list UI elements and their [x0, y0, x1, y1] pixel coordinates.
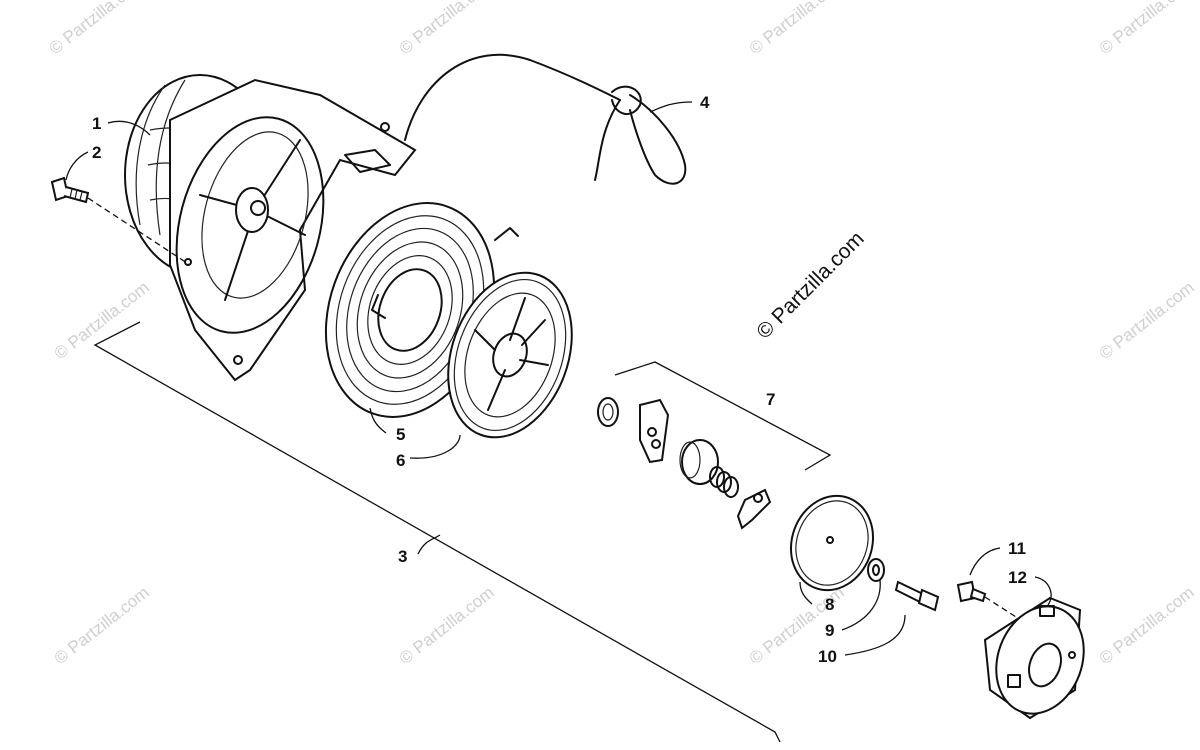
- callout-4: 4: [700, 93, 710, 112]
- callout-5: 5: [396, 425, 405, 444]
- rope-reel: [447, 271, 573, 439]
- watermark: © Partzilla.com: [396, 583, 498, 669]
- pawl-kit: [597, 361, 832, 530]
- callouts: 1 2 3 4 5 6 7 8 9 10 11 12: [92, 93, 1027, 666]
- callout-7: 7: [766, 390, 775, 409]
- assembly-bracket: [93, 321, 781, 743]
- watermark: © Partzilla.com: [1096, 0, 1198, 58]
- starter-housing: [124, 74, 417, 382]
- washer: [867, 558, 885, 582]
- copyright-label: © Partzilla.com: [752, 227, 868, 343]
- callout-3: 3: [398, 547, 407, 566]
- watermark: © Partzilla.com: [746, 0, 848, 58]
- callout-9: 9: [825, 621, 834, 640]
- callout-6: 6: [396, 451, 405, 470]
- watermark: © Partzilla.com: [51, 278, 153, 364]
- callout-2: 2: [92, 143, 101, 162]
- watermark: © Partzilla.com: [1096, 278, 1198, 364]
- starter-rope: [404, 53, 687, 185]
- starter-pulley: [983, 596, 1085, 720]
- callout-11: 11: [1008, 539, 1026, 558]
- watermark: © Partzilla.com: [1096, 583, 1198, 669]
- callout-1: 1: [92, 114, 101, 133]
- watermark: © Partzilla.com: [396, 0, 498, 58]
- leader-lines: [65, 101, 1052, 656]
- watermark: © Partzilla.com: [51, 583, 153, 669]
- callout-10: 10: [818, 647, 837, 666]
- callout-12: 12: [1008, 568, 1027, 587]
- pawl-bolt: [894, 580, 940, 612]
- housing-bolt: [50, 176, 191, 266]
- callout-8: 8: [825, 595, 834, 614]
- watermark: © Partzilla.com: [46, 0, 148, 58]
- friction-plate: [789, 494, 875, 592]
